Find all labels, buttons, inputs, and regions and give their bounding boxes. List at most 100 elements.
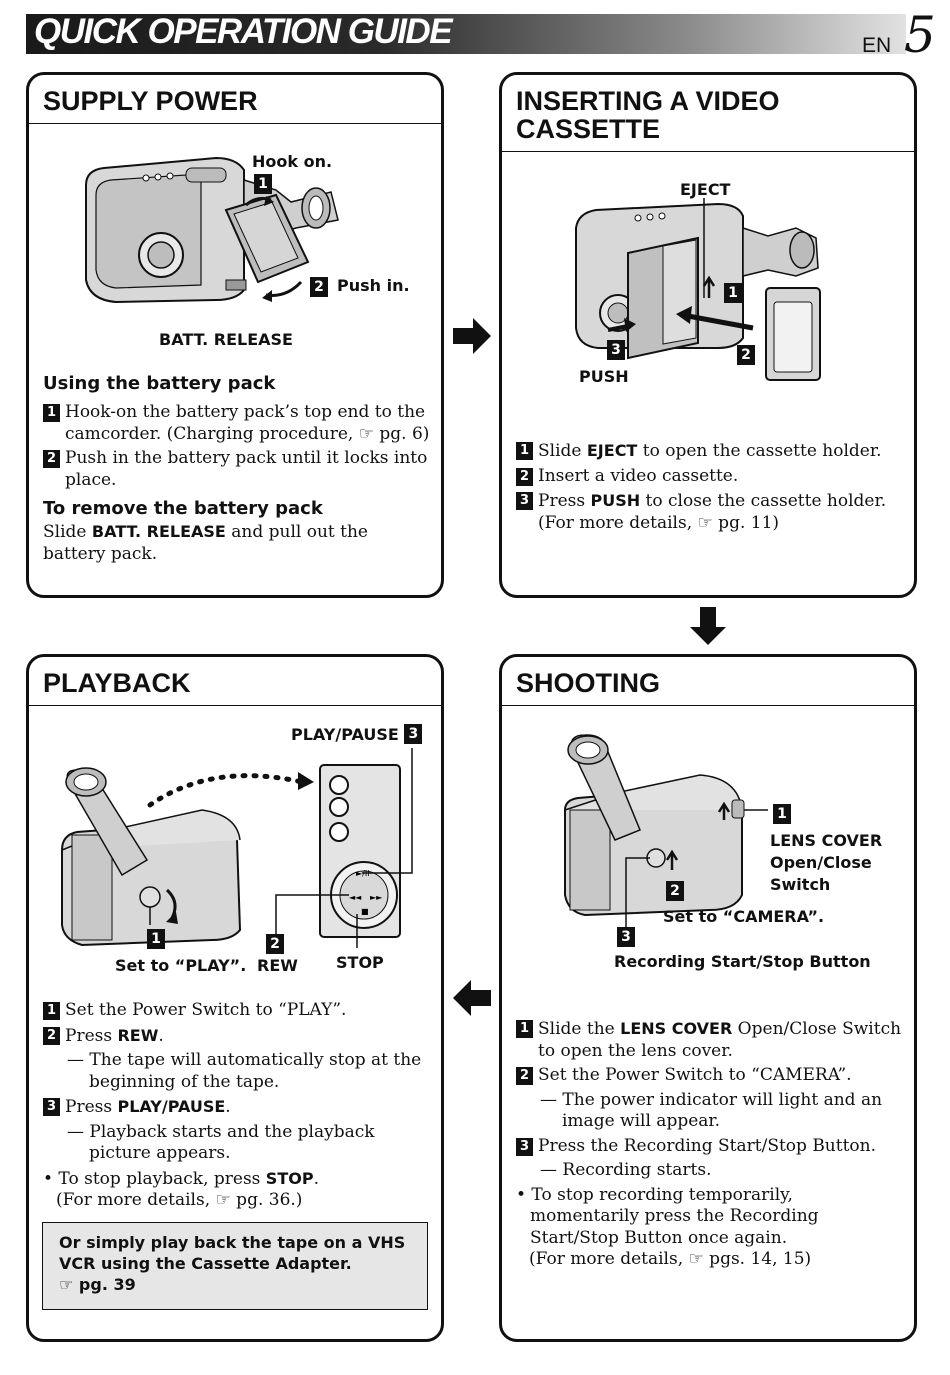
supply-step-1-text: Hook-on the battery pack’s top end to th…: [65, 402, 426, 444]
step-pre: Press: [65, 1025, 118, 1046]
step-2-badge: 2: [666, 881, 684, 901]
supply-step-2-text: Push in the battery pack until it locks …: [65, 448, 428, 490]
inserting-cassette-title: INSERTING A VIDEO CASSETTE: [502, 75, 914, 152]
lens-cover-line-2: Open/Close: [770, 853, 872, 872]
pointing-hand-icon: ☞: [59, 1275, 74, 1294]
play-pause-label: PLAY/PAUSE: [291, 725, 399, 744]
inserting-step-2: 2 Insert a video cassette.: [516, 466, 906, 488]
lens-cover-line-3: Switch: [770, 875, 831, 894]
supply-step-1-ref: pg. 6): [373, 423, 430, 444]
step-1-badge: 1: [773, 804, 791, 824]
step-3-badge: 3: [404, 724, 423, 744]
more-pre: (For more details,: [56, 1190, 216, 1210]
note-line-1: Or simply play back the tape on a VHS: [59, 1233, 406, 1252]
step-text: Set the Power Switch to “PLAY”.: [65, 1000, 347, 1020]
batt-release-callout: BATT. RELEASE: [159, 330, 293, 349]
pointing-hand-icon: ☞: [697, 512, 713, 533]
step-number: 1: [43, 404, 60, 422]
shooting-step-2-sub: — The power indicator will light and an …: [540, 1089, 883, 1132]
shooting-step-3-sub: — Recording starts.: [540, 1160, 712, 1180]
inserting-title-line2: CASSETTE: [516, 114, 661, 144]
inserting-title-line1: INSERTING A VIDEO: [516, 86, 780, 116]
step-post: Open/Close Switch to open the lens cover…: [538, 1019, 902, 1061]
language-label: EN: [862, 34, 892, 57]
more-ref: pg. 36.): [230, 1190, 303, 1210]
playback-step-3-sub: — Playback starts and the playback pictu…: [67, 1121, 375, 1164]
push-in-callout: Push in.: [337, 276, 410, 295]
playback-step-1: 1 Set the Power Switch to “PLAY”.: [43, 1000, 433, 1022]
step-post: .: [158, 1025, 164, 1046]
step-number: 2: [516, 1067, 533, 1085]
lens-cover-line-1: LENS COVER: [770, 831, 883, 850]
playback-step-2-sub: — The tape will automatically stop at th…: [67, 1050, 422, 1092]
step-bold: PLAY/PAUSE: [117, 1097, 226, 1116]
eject-callout: EJECT: [680, 180, 731, 199]
step-2-badge: 2: [737, 345, 755, 365]
more-pre: (For more details,: [538, 512, 698, 533]
svg-text:◄◄: ◄◄: [349, 893, 362, 902]
play-pause-callout: PLAY/PAUSE 3: [291, 724, 423, 744]
step-bold: PUSH: [590, 491, 641, 510]
shooting-step-3: 3 Press the Recording Start/Stop Button.: [516, 1136, 906, 1158]
note-ref-text: pg. 39: [73, 1275, 136, 1294]
svg-text:►►: ►►: [370, 893, 383, 902]
remove-pre: Slide: [43, 522, 92, 542]
step-number: 2: [43, 450, 60, 468]
supply-step-2: 2 Push in the battery pack until it lock…: [43, 448, 433, 491]
inserting-text: 1 Slide EJECT to open the cassette holde…: [516, 440, 906, 537]
step-post: to close the cassette holder.: [640, 491, 887, 511]
playback-illustration: ►/II ◄◄ ►► ■: [61, 748, 413, 948]
remove-battery-text: Slide BATT. RELEASE and pull out the bat…: [43, 521, 433, 565]
rew-callout: REW: [257, 956, 298, 975]
shooting-illustration: [564, 734, 768, 928]
push-callout: PUSH: [579, 367, 629, 386]
step-text: Set the Power Switch to “CAMERA”.: [538, 1065, 852, 1085]
pointing-hand-icon: ☞: [215, 1190, 231, 1210]
step-3-badge: 3: [617, 927, 635, 947]
step-1-badge: 1: [147, 929, 165, 949]
step-bold: LENS COVER: [620, 1019, 733, 1038]
cassette-adapter-note: Or simply play back the tape on a VHS VC…: [42, 1222, 428, 1310]
step-number: 1: [516, 1020, 533, 1038]
remove-bold: BATT. RELEASE: [91, 522, 226, 541]
more-ref: pgs. 14, 15): [703, 1249, 812, 1269]
step-pre: Slide: [538, 441, 587, 461]
shooting-panel: SHOOTING: [499, 654, 917, 1342]
step-pre: Press: [538, 491, 591, 511]
shooting-title: SHOOTING: [502, 657, 914, 706]
playback-text: 1 Set the Power Switch to “PLAY”. 2 Pres…: [43, 1000, 433, 1212]
inserting-step-3: 3 Press PUSH to close the cassette holde…: [516, 490, 906, 534]
more-pre: (For more details,: [529, 1249, 689, 1269]
header-bar: [26, 14, 906, 54]
set-camera-callout: Set to “CAMERA”.: [663, 907, 825, 926]
stop-bold: STOP: [265, 1168, 314, 1188]
supply-step-1: 1 Hook-on the battery pack’s top end to …: [43, 402, 433, 445]
page-number: 5: [904, 6, 936, 64]
step-pre: Press: [65, 1097, 118, 1117]
arrow-down-icon: [690, 607, 726, 645]
remove-post: and pull out the battery pack.: [43, 522, 368, 564]
playback-step-2: 2 Press REW.: [43, 1025, 433, 1048]
step-text: Insert a video cassette.: [538, 465, 739, 486]
supply-power-panel: SUPPLY POWER: [26, 72, 444, 598]
camcorder-battery-illustration: [85, 156, 339, 304]
stop-pre: • To stop playback, press: [43, 1168, 266, 1189]
stop-post: .: [313, 1168, 319, 1189]
pointing-hand-icon: ☞: [358, 423, 374, 444]
shooting-stop-bullet: • To stop recording temporarily, momenta…: [516, 1184, 819, 1248]
using-battery-heading: Using the battery pack: [43, 373, 276, 394]
shooting-more-details: (For more details, ☞ pgs. 14, 15): [516, 1249, 906, 1271]
step-2-badge: 2: [266, 934, 284, 954]
page-title: QUICK OPERATION GUIDE: [34, 12, 453, 51]
playback-stop-bullet: • To stop playback, press STOP.: [43, 1168, 433, 1191]
supply-power-text: Using the battery pack 1 Hook-on the bat…: [43, 372, 433, 565]
shooting-text: 1 Slide the LENS COVER Open/Close Switch…: [516, 1018, 906, 1271]
supply-power-title: SUPPLY POWER: [29, 75, 441, 124]
step-1-badge: 1: [254, 174, 272, 194]
hook-on-callout: Hook on.: [252, 152, 333, 171]
inserting-more-details: (For more details, ☞ pg. 11): [538, 513, 906, 535]
step-post: .: [225, 1097, 231, 1117]
set-play-callout: Set to “PLAY”.: [115, 956, 247, 975]
lens-cover-callout: LENS COVER Open/Close Switch: [770, 830, 882, 896]
playback-step-3: 3 Press PLAY/PAUSE.: [43, 1096, 433, 1119]
